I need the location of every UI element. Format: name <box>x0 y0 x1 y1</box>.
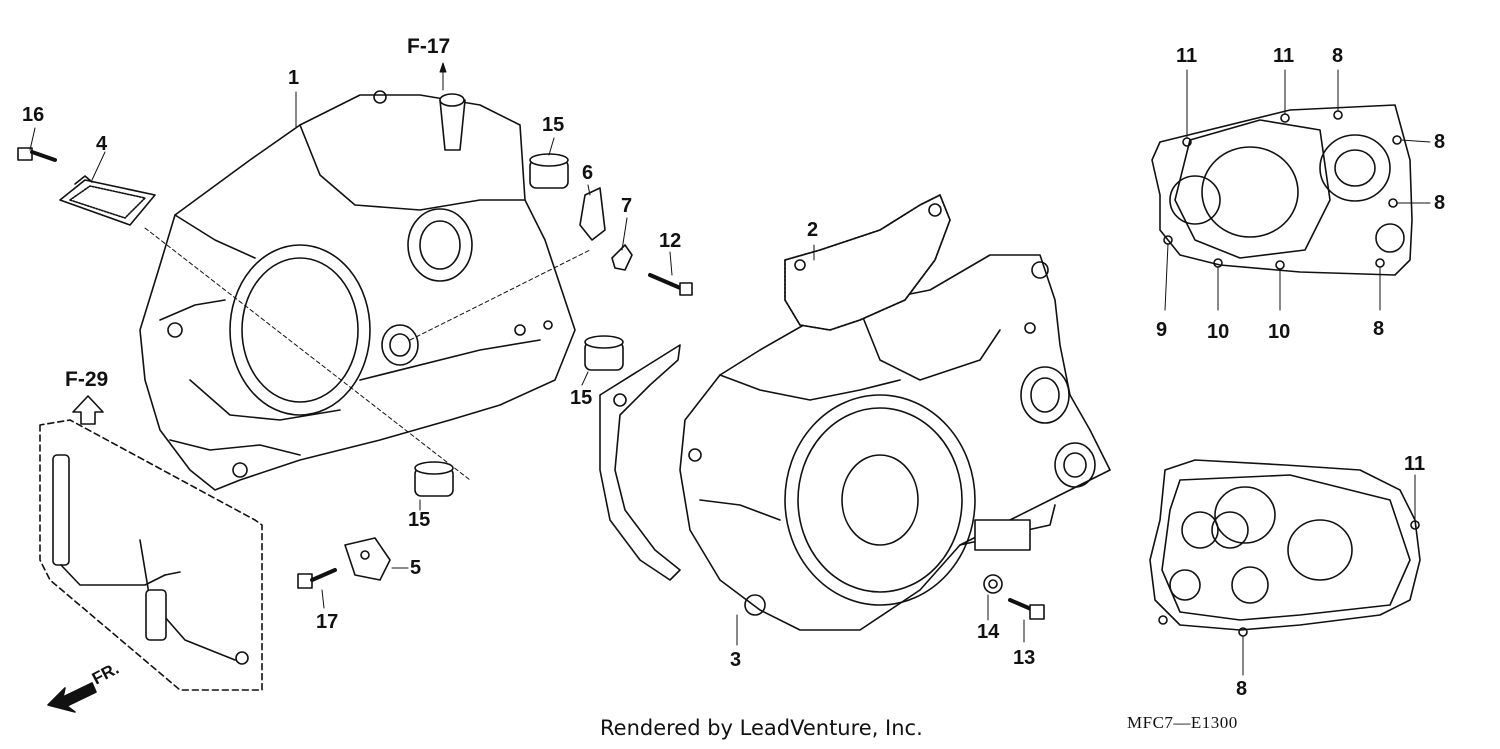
front-arrow <box>47 682 97 713</box>
callout-8-e: 8 <box>1236 678 1248 700</box>
callout-7: 7 <box>621 195 633 217</box>
cover-view-bottom-leaders <box>1242 474 1416 676</box>
callout-8-d: 8 <box>1373 318 1385 340</box>
footer-credit: Rendered by LeadVenture, Inc. <box>600 716 923 740</box>
callout-15-bottom: 15 <box>408 509 431 531</box>
callout-11-a: 11 <box>1176 45 1198 67</box>
cover-view-bottom <box>1149 459 1421 637</box>
callout-13: 13 <box>1013 647 1036 669</box>
callout-11-c: 11 <box>1404 453 1426 475</box>
callout-1: 1 <box>288 67 300 89</box>
callout-16: 16 <box>22 104 45 126</box>
callout-12: 12 <box>659 230 682 252</box>
leader-lines <box>29 62 1025 646</box>
gasket-large <box>599 344 681 581</box>
left-crankcase <box>139 90 576 491</box>
callout-11-b: 11 <box>1273 45 1295 67</box>
strainer-screen <box>59 175 156 226</box>
ref-f29[interactable]: F-29 <box>65 368 109 391</box>
breather-assembly <box>39 419 263 691</box>
cover-view-top <box>1151 104 1413 276</box>
callout-17: 17 <box>316 611 339 633</box>
callout-5: 5 <box>410 557 422 579</box>
callout-15-middle: 15 <box>570 387 593 409</box>
callout-4: 4 <box>96 133 108 155</box>
callout-6: 6 <box>582 162 594 184</box>
callout-15-top: 15 <box>542 114 565 136</box>
callout-8-b: 8 <box>1434 131 1446 153</box>
callout-14: 14 <box>977 621 1000 643</box>
gasket-2 <box>784 194 951 331</box>
diagram-code: MFC7—E1300 <box>1127 713 1238 732</box>
ref-f17[interactable]: F-17 <box>407 35 451 58</box>
callout-10-a: 10 <box>1207 321 1230 343</box>
up-arrow-f29 <box>72 395 104 425</box>
callout-2: 2 <box>807 219 819 241</box>
callout-8-a: 8 <box>1332 45 1344 67</box>
callout-8-c: 8 <box>1434 192 1446 214</box>
callout-3: 3 <box>730 649 742 671</box>
small-parts <box>297 187 1045 620</box>
dowel-pins <box>414 153 624 497</box>
callout-10-b: 10 <box>1268 321 1291 343</box>
cover-view-top-leaders <box>1164 69 1431 311</box>
right-crankcase <box>679 254 1111 631</box>
bolt-16 <box>17 147 57 162</box>
callout-9: 9 <box>1156 319 1168 341</box>
